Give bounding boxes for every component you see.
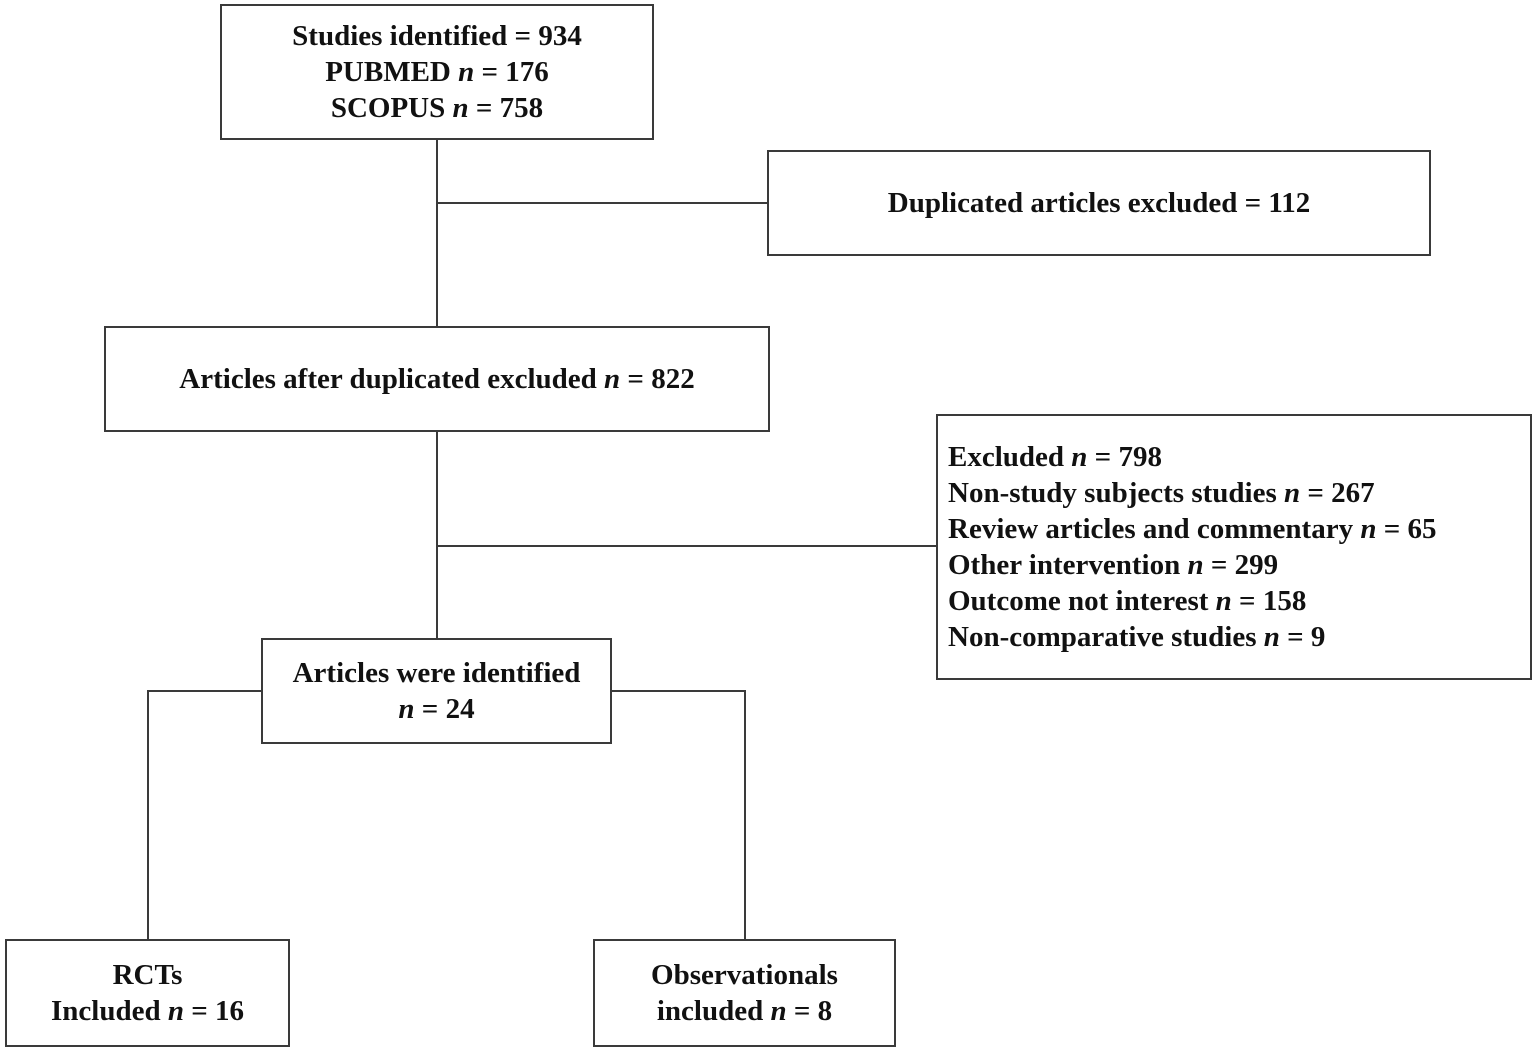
connector-right-branch-horizontal (610, 690, 746, 692)
connector-right-branch-vertical (744, 690, 746, 941)
excluded-reason-item: Outcome not interest n = 158 (948, 585, 1307, 617)
connector-left-branch-vertical (147, 690, 149, 941)
observationals-label: Observationals (651, 959, 838, 991)
connector-left-branch-horizontal (147, 690, 263, 692)
pubmed-count: PUBMED n = 176 (325, 56, 549, 88)
excluded-reason-item: Non-comparative studies n = 9 (948, 621, 1326, 653)
connector-to-duplicates (436, 202, 769, 204)
articles-identified-count: n = 24 (398, 693, 475, 725)
scopus-count: SCOPUS n = 758 (330, 92, 544, 124)
excluded-reason-item: Excluded n = 798 (948, 441, 1162, 473)
excluded-reason-item: Review articles and commentary n = 65 (948, 513, 1437, 545)
articles-identified-label: Articles were identified (292, 657, 581, 689)
rcts-label: RCTs (112, 959, 183, 991)
duplicates-excluded-text: Duplicated articles excluded = 112 (887, 187, 1311, 219)
observationals-included-box: Observationals included n = 8 (593, 939, 896, 1047)
excluded-reason-item: Other intervention n = 299 (948, 549, 1279, 581)
rcts-included-box: RCTs Included n = 16 (5, 939, 290, 1047)
observationals-count: included n = 8 (656, 995, 833, 1027)
rcts-count: Included n = 16 (50, 995, 245, 1027)
studies-identified-total: Studies identified = 934 (292, 20, 582, 52)
articles-after-duplicates-box: Articles after duplicated excluded n = 8… (104, 326, 770, 432)
duplicates-excluded-box: Duplicated articles excluded = 112 (767, 150, 1431, 256)
connector-identified-to-after-dup (436, 138, 438, 328)
articles-after-duplicates-text: Articles after duplicated excluded n = 8… (179, 363, 695, 395)
excluded-reason-item: Non-study subjects studies n = 267 (948, 477, 1375, 509)
articles-identified-box: Articles were identified n = 24 (261, 638, 612, 744)
studies-identified-box: Studies identified = 934 PUBMED n = 176 … (220, 4, 654, 140)
connector-to-excluded (436, 545, 938, 547)
connector-after-dup-to-identified-final (436, 431, 438, 640)
excluded-reasons-box: Excluded n = 798 Non-study subjects stud… (936, 414, 1532, 680)
